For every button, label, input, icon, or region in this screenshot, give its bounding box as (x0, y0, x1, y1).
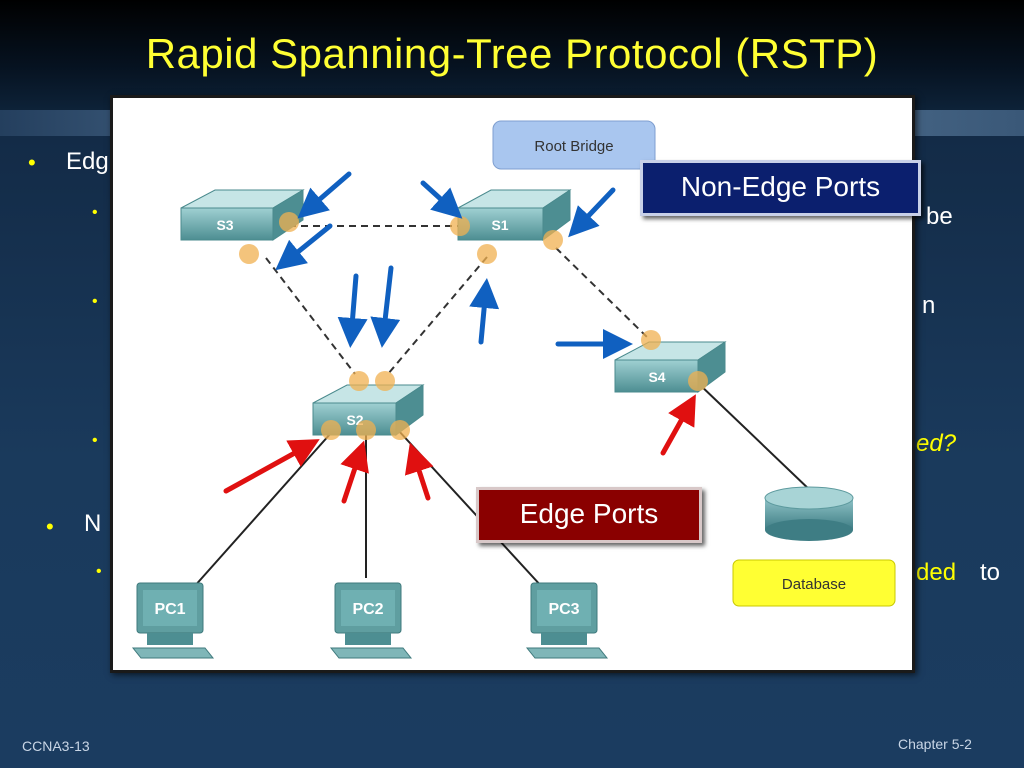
sub-bullet-marker: • (96, 563, 102, 580)
root-bridge-box (492, 120, 656, 170)
pc-label: PC2 (352, 601, 383, 618)
pc1-icon: PC1 (131, 582, 215, 659)
edge-arrows (223, 394, 696, 504)
sub-bullet-3-tail: ed? (916, 430, 957, 457)
switch-s4: S4 (614, 341, 727, 393)
switch-label: S3 (216, 217, 233, 233)
database-icon (764, 486, 854, 541)
switch-label: S4 (648, 369, 665, 385)
bullet-marker: • (46, 514, 54, 539)
sub-bullet-marker: • (92, 432, 98, 449)
sub-bullet-4-tail-white: to (980, 559, 1001, 586)
switch-s1: S1 (457, 189, 572, 241)
pc2-icon: PC2 (329, 582, 413, 659)
pc3-icon: PC3 (525, 582, 609, 659)
pc-label: PC3 (548, 601, 579, 618)
non-edge-ports-callout: Non-Edge Ports (640, 160, 921, 216)
sub-bullet-4-tail-yellow: ded (916, 559, 957, 586)
device-links (192, 382, 814, 589)
non-edge-arrows (275, 171, 633, 359)
bullet-non-text: N (84, 510, 102, 537)
title-bar (0, 0, 1024, 110)
port-markers (239, 212, 708, 440)
footer-chapter: Chapter 5-2 (898, 736, 972, 752)
sub-bullet-2-tail: n (922, 292, 936, 319)
network-diagram: Root Bridge S3 S1 (110, 95, 915, 673)
edge-ports-callout: Edge Ports (476, 487, 702, 543)
footer-course: CCNA3-13 (22, 738, 90, 754)
root-bridge-label: Root Bridge (534, 138, 613, 155)
database-box (732, 559, 896, 607)
sub-bullet-1-tail: be (926, 203, 953, 230)
bullet-edge-text: Edg (66, 148, 109, 175)
database-label: Database (782, 576, 846, 593)
switch-links (265, 225, 649, 375)
switch-label: S1 (491, 217, 508, 233)
sub-bullet-marker: • (92, 293, 98, 310)
pc-label: PC1 (154, 601, 185, 618)
topology-svg: Root Bridge S3 S1 (131, 120, 896, 659)
slide-title: Rapid Spanning-Tree Protocol (RSTP) (145, 30, 879, 77)
sub-bullet-marker: • (92, 204, 98, 221)
bullet-marker: • (28, 150, 36, 175)
